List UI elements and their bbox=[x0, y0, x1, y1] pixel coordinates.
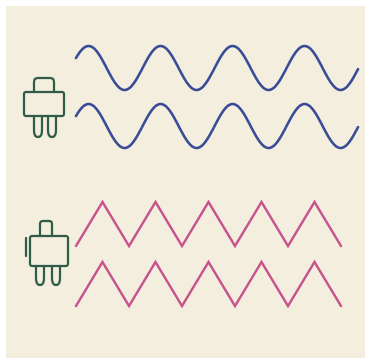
paper-background bbox=[6, 6, 365, 358]
